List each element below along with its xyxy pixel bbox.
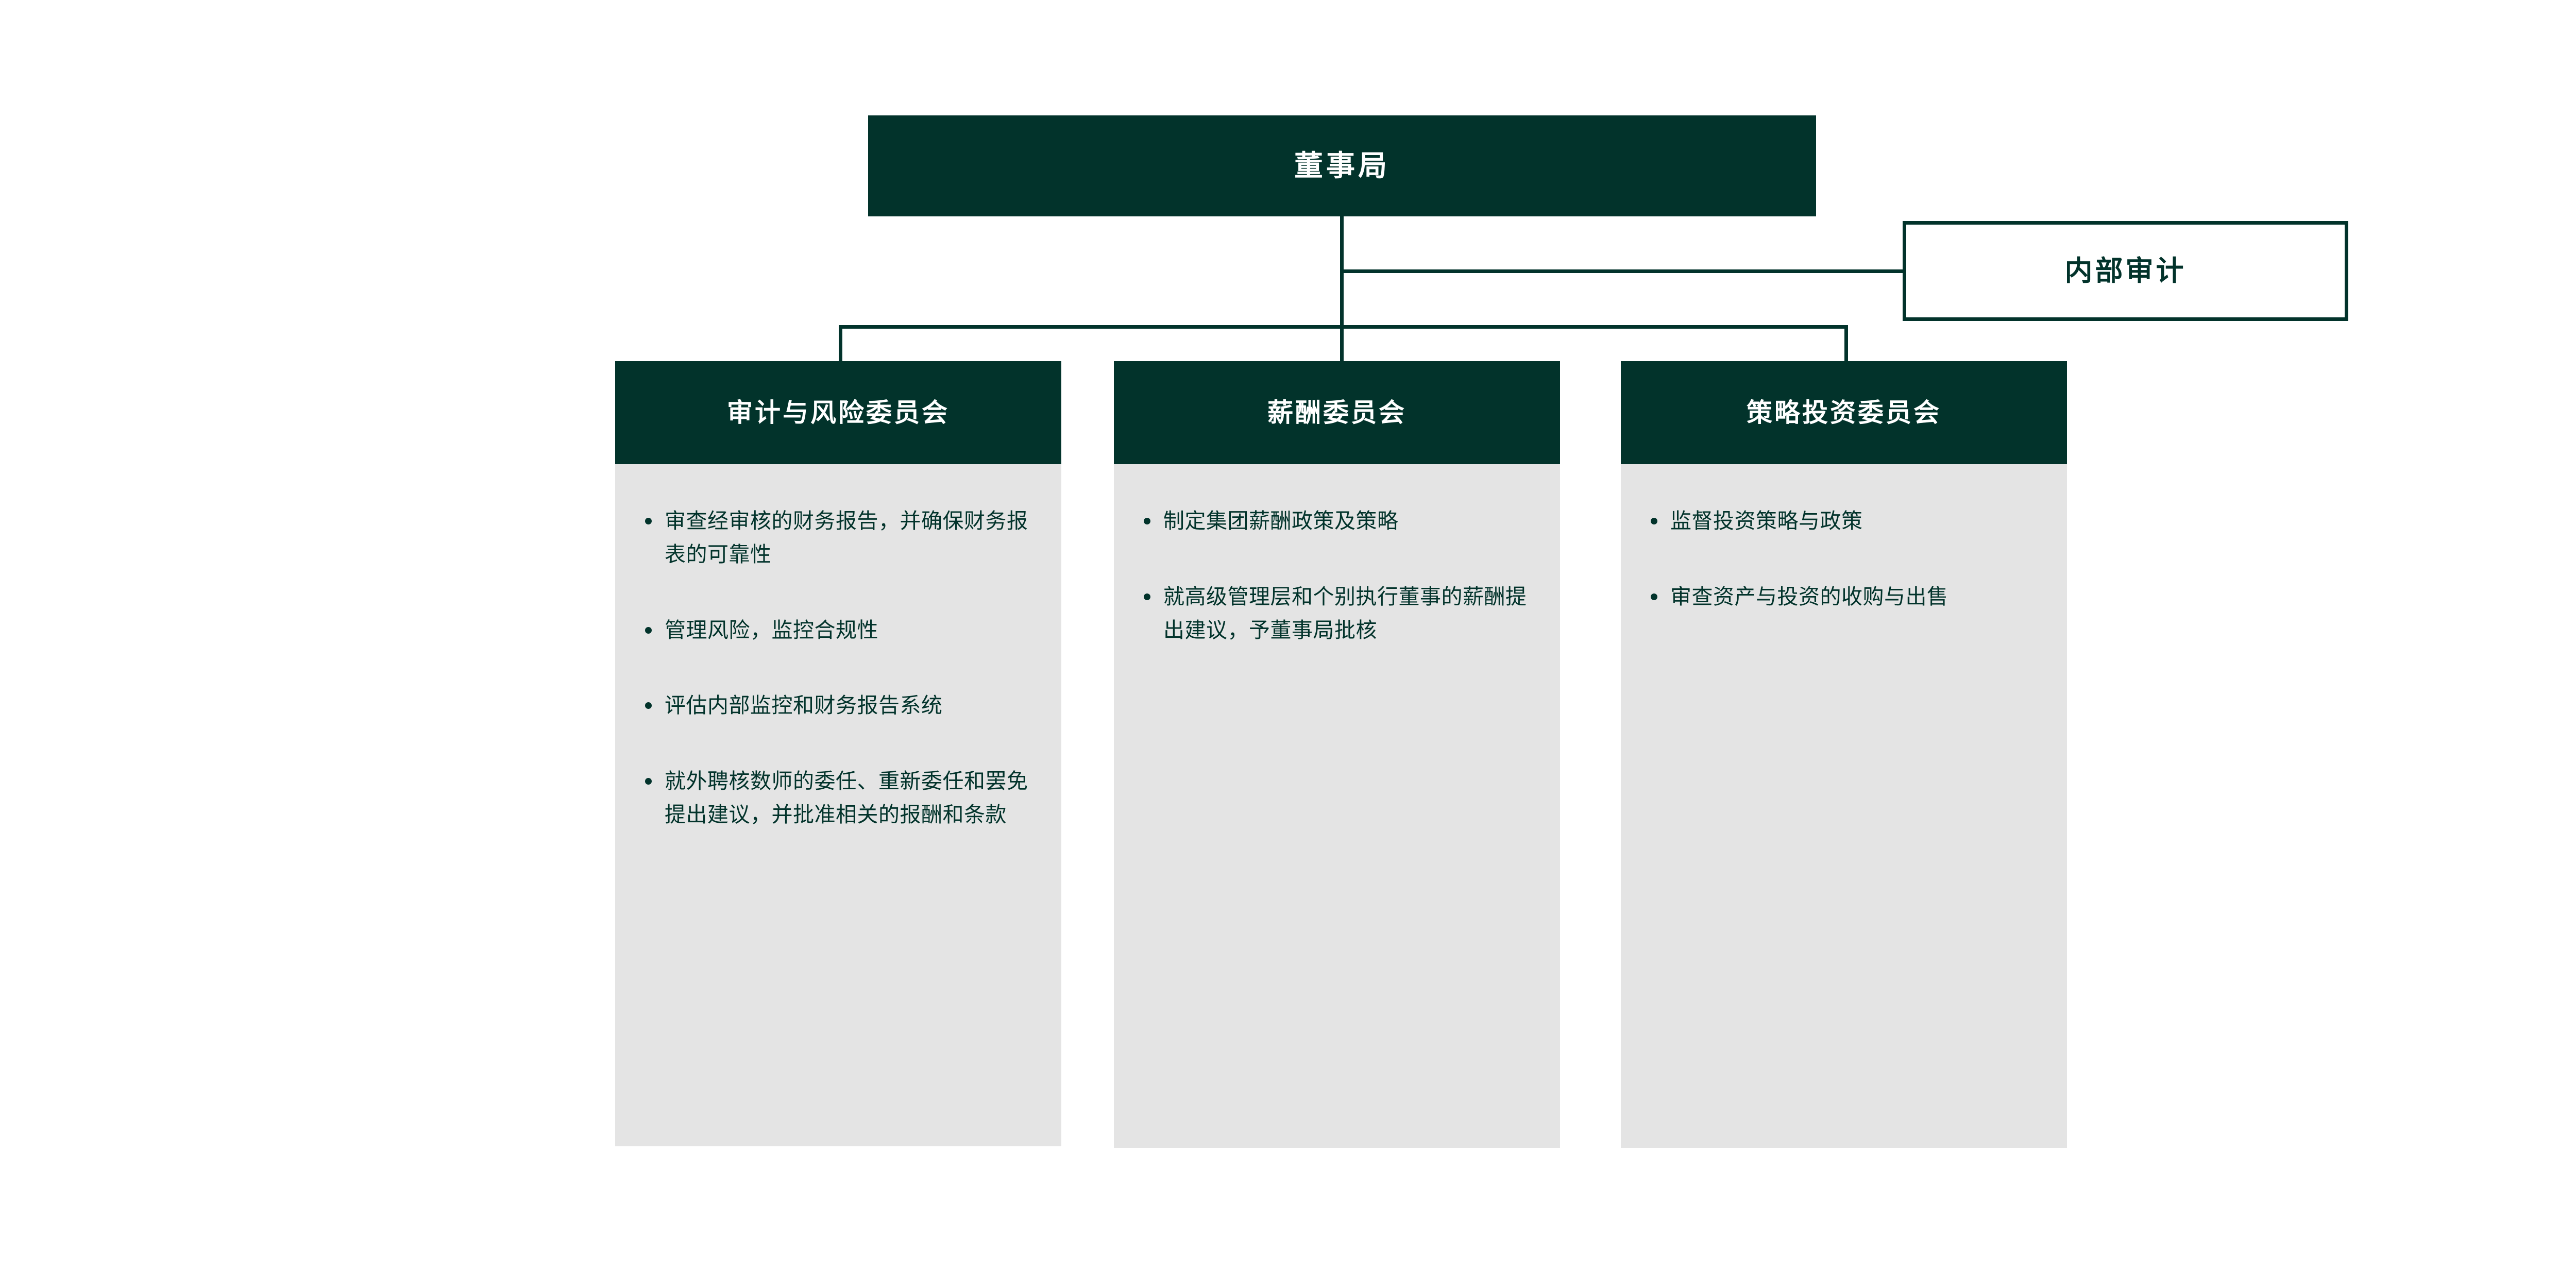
bullet-dot-icon [1651,593,1657,600]
committee-title-strategic-investment: 策略投资委员会 [1747,398,1941,427]
bullet-dot-icon [1144,593,1150,600]
list-item-text: 管理风险，监控合规性 [665,618,878,642]
committee-body-audit-risk: 审查经审核的财务报告，并确保财务报表的可靠性 管理风险，监控合规性 评估内部监控… [615,464,1061,1146]
list-item-text: 监督投资策略与政策 [1670,509,1863,533]
list-item-text: 评估内部监控和财务报告系统 [665,693,943,718]
committee-card-strategic-investment[interactable]: 策略投资委员会 监督投资策略与政策 审查资产与投资的收购与出售 [1621,361,2067,1148]
committee-card-audit-risk[interactable]: 审计与风险委员会 审查经审核的财务报告，并确保财务报表的可靠性 管理风险，监控合… [615,361,1061,1146]
connector-internal-audit-horizontal [1340,269,1905,273]
connector-drop-remuneration [1340,325,1344,363]
committee-title-remuneration: 薪酬委员会 [1267,398,1406,427]
list-item: 就外聘核数师的委任、重新委任和罢免提出建议，并批准相关的报酬和条款 [644,765,1032,832]
list-item: 监督投资策略与政策 [1650,504,2038,538]
internal-audit-label: 内部审计 [2064,255,2187,286]
committee-header-remuneration: 薪酬委员会 [1114,361,1560,464]
list-item-text: 审查经审核的财务报告，并确保财务报表的可靠性 [665,509,1028,566]
bullet-dot-icon [645,778,652,785]
board-of-directors-node[interactable]: 董事局 [868,115,1816,216]
connector-drop-audit-risk [839,325,842,363]
connector-drop-strategic-investment [1844,325,1848,363]
list-item-text: 制定集团薪酬政策及策略 [1163,509,1399,533]
committee-bullet-list-strategic-investment: 监督投资策略与政策 审查资产与投资的收购与出售 [1650,504,2038,614]
board-of-directors-label: 董事局 [1294,149,1390,182]
committee-header-audit-risk: 审计与风险委员会 [615,361,1061,464]
committee-body-remuneration: 制定集团薪酬政策及策略 就高级管理层和个别执行董事的薪酬提出建议，予董事局批核 [1114,464,1560,1148]
bullet-dot-icon [1651,518,1657,524]
committee-card-remuneration[interactable]: 薪酬委员会 制定集团薪酬政策及策略 就高级管理层和个别执行董事的薪酬提出建议，予… [1114,361,1560,1148]
bullet-dot-icon [645,518,652,524]
internal-audit-node[interactable]: 内部审计 [1903,221,2348,321]
committee-body-strategic-investment: 监督投资策略与政策 审查资产与投资的收购与出售 [1621,464,2067,1148]
list-item: 审查资产与投资的收购与出售 [1650,580,2038,614]
list-item: 审查经审核的财务报告，并确保财务报表的可靠性 [644,504,1032,571]
committee-header-strategic-investment: 策略投资委员会 [1621,361,2067,464]
committee-bullet-list-audit-risk: 审查经审核的财务报告，并确保财务报表的可靠性 管理风险，监控合规性 评估内部监控… [644,504,1032,832]
list-item: 评估内部监控和财务报告系统 [644,689,1032,722]
committee-bullet-list-remuneration: 制定集团薪酬政策及策略 就高级管理层和个别执行董事的薪酬提出建议，予董事局批核 [1143,504,1531,647]
committee-title-audit-risk: 审计与风险委员会 [727,398,950,427]
list-item-text: 就外聘核数师的委任、重新委任和罢免提出建议，并批准相关的报酬和条款 [665,769,1028,826]
bullet-dot-icon [645,702,652,709]
list-item: 管理风险，监控合规性 [644,614,1032,647]
list-item-text: 审查资产与投资的收购与出售 [1670,584,1948,608]
bullet-dot-icon [645,626,652,634]
list-item: 制定集团薪酬政策及策略 [1143,504,1531,538]
list-item-text: 就高级管理层和个别执行董事的薪酬提出建议，予董事局批核 [1163,584,1527,642]
bullet-dot-icon [1144,518,1150,524]
list-item: 就高级管理层和个别执行董事的薪酬提出建议，予董事局批核 [1143,580,1531,647]
